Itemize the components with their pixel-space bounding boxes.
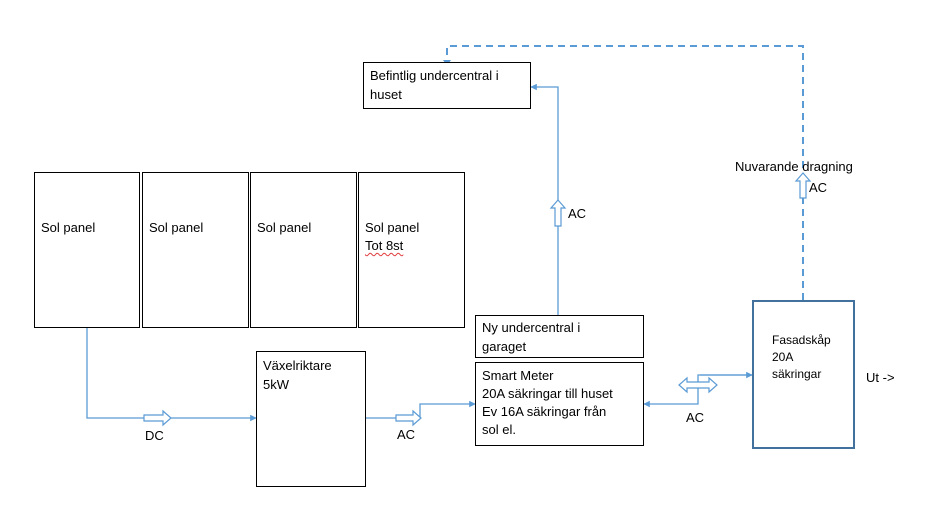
inverter-box: Växelriktare 5kW <box>256 351 366 487</box>
current-routing-label: Nuvarande dragning <box>735 159 853 174</box>
existing-subpanel-line-2: huset <box>370 87 402 102</box>
ac-wire-cabinet-meter <box>643 374 753 408</box>
facade-cabinet-line-1: Fasadskåp <box>772 333 831 347</box>
solar-panel-label: Sol panel <box>41 220 96 235</box>
new-subpanel-box: Ny undercentral i garaget <box>475 315 644 358</box>
existing-subpanel-box: Befintlig undercentral i huset <box>363 62 531 109</box>
ac-block-arrow-icon <box>395 409 422 427</box>
smart-meter-box: Smart Meter 20A säkringar till huset Ev … <box>475 362 644 446</box>
facade-cabinet-line-3: säkringar <box>772 367 822 381</box>
ac-current-label: AC <box>809 180 828 195</box>
facade-cabinet-line-2: 20A <box>772 350 794 364</box>
smart-meter-line-3: Ev 16A säkringar från <box>482 404 607 419</box>
smart-meter-line-1: Smart Meter <box>482 368 554 383</box>
inverter-name: Växelriktare <box>263 358 332 373</box>
solar-panel-box: Sol panel <box>142 172 249 328</box>
solar-panel-count: Tot 8st <box>365 236 403 255</box>
existing-subpanel-line-1: Befintlig undercentral i <box>370 68 499 83</box>
solar-panel-label: Sol panel <box>365 220 420 235</box>
dc-label: DC <box>145 428 164 443</box>
ac-wire-to-existing-subpanel <box>530 83 559 315</box>
ac-up-label: AC <box>568 206 587 221</box>
ac-current-up-block-arrow-icon <box>794 172 812 199</box>
ac-inverter-label: AC <box>397 427 416 442</box>
inverter-power: 5kW <box>263 377 289 392</box>
solar-panel-box: Sol panel <box>34 172 140 328</box>
dc-block-arrow-icon <box>143 409 172 427</box>
new-subpanel-line-2: garaget <box>482 339 527 354</box>
smart-meter-line-2: 20A säkringar till huset <box>482 386 613 401</box>
new-subpanel-line-1: Ny undercentral i <box>482 320 581 335</box>
solar-panel-label: Sol panel <box>257 220 312 235</box>
dc-wire <box>86 328 257 422</box>
solar-panel-box: Sol panel Tot 8st <box>358 172 465 328</box>
solar-panel-count-text: Tot 8st <box>365 238 404 253</box>
solar-panel-box: Sol panel <box>250 172 357 328</box>
solar-panel-label: Sol panel <box>149 220 204 235</box>
ac-up-block-arrow-icon <box>549 199 567 227</box>
ac-bidirectional-block-arrow-icon <box>678 376 718 394</box>
smart-meter-line-4: sol el. <box>482 422 516 437</box>
ac-wire-inverter-meter <box>366 400 476 419</box>
facade-cabinet-box: Fasadskåp 20A säkringar <box>752 300 855 449</box>
ac-bidirectional-label: AC <box>686 410 705 425</box>
out-label: Ut -> <box>866 370 895 385</box>
